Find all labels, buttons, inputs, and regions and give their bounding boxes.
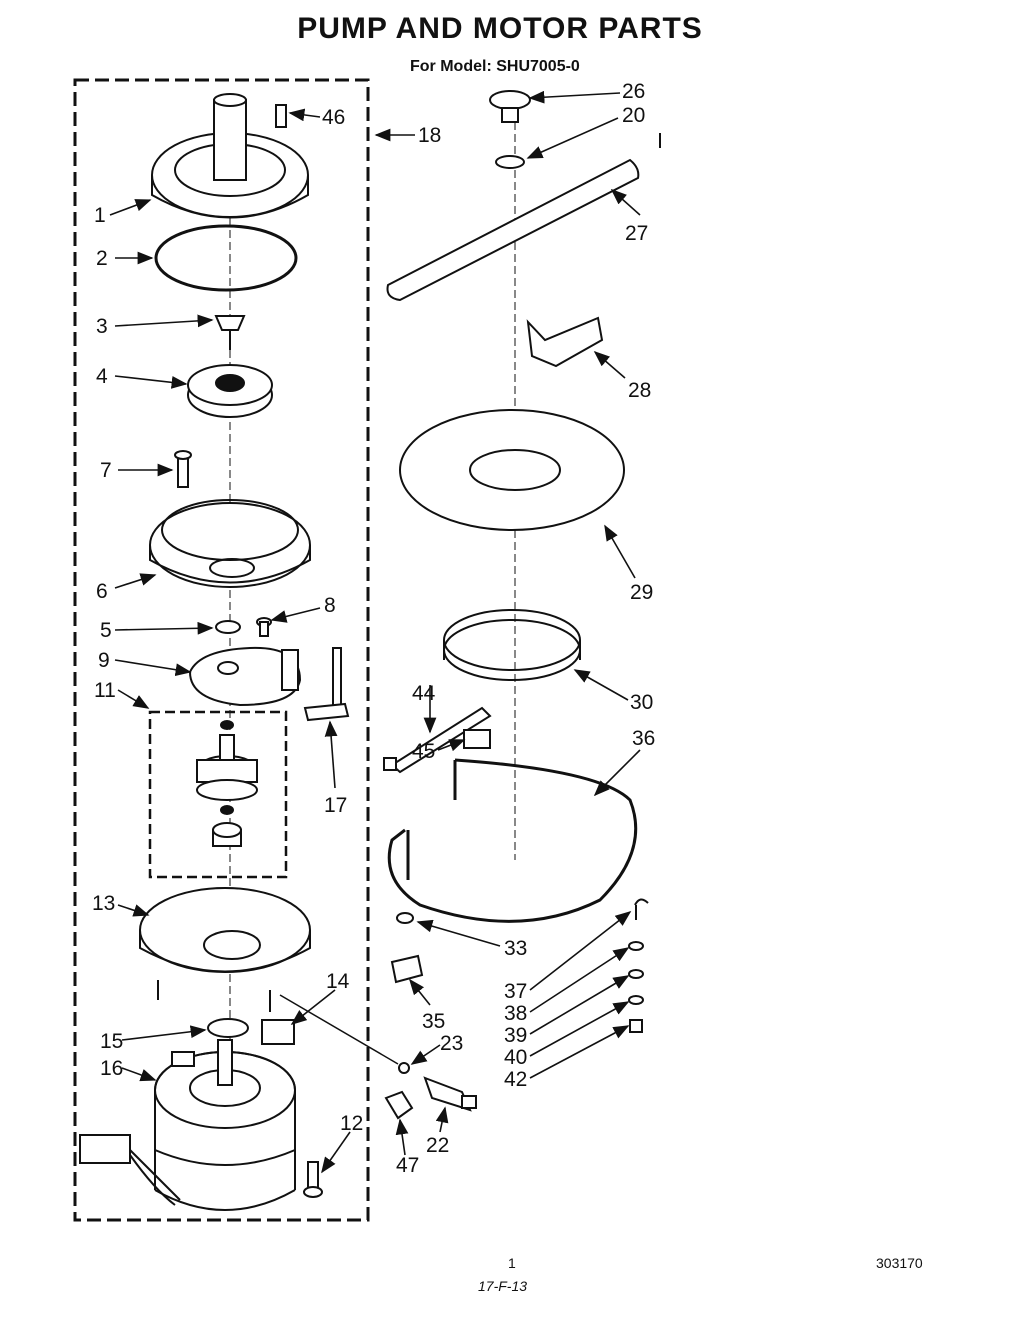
part-1-pump-housing (151, 93, 309, 219)
part-45-clip (463, 729, 491, 749)
document-number: 303170 (876, 1255, 923, 1271)
callout-46: 46 (322, 106, 345, 129)
callout-18: 18 (418, 124, 441, 147)
part-8-screw (256, 617, 272, 637)
callout-9: 9 (98, 649, 110, 672)
part-22-fitting (423, 1076, 477, 1112)
part-5-washer (215, 620, 241, 634)
part-4-chopper (187, 364, 273, 418)
callout-42: 42 (504, 1068, 527, 1091)
callout-7: 7 (100, 459, 112, 482)
callout-36: 36 (632, 727, 655, 750)
callout-4: 4 (96, 365, 108, 388)
part-26-hub-cap (489, 90, 531, 123)
part-13-end-frame (139, 887, 311, 1012)
callout-26: 26 (622, 80, 645, 103)
callout-37: 37 (504, 980, 527, 1003)
callout-39: 39 (504, 1024, 527, 1047)
callout-1: 1 (94, 204, 106, 227)
connector-line (279, 994, 399, 1065)
part-11-rotor-assembly (196, 720, 258, 847)
callout-8: 8 (324, 594, 336, 617)
callout-23: 23 (440, 1032, 463, 1055)
part-14-block (261, 1019, 295, 1045)
callout-22: 22 (426, 1134, 449, 1157)
callout-20: 20 (622, 104, 645, 127)
callout-29: 29 (630, 581, 653, 604)
callout-14: 14 (326, 970, 350, 993)
parts-37-42-fasteners (628, 898, 649, 1033)
part-2-seal-ring (154, 224, 298, 292)
callout-12: 12 (340, 1112, 363, 1135)
callout-33: 33 (504, 937, 527, 960)
part-29-strainer-disc (399, 409, 625, 531)
callout-38: 38 (504, 1002, 527, 1025)
part-7-screw (174, 450, 192, 488)
part-20-washer (495, 155, 525, 169)
model-subtitle: For Model: SHU7005-0 (410, 58, 580, 75)
part-27-spray-arm (386, 158, 640, 302)
callout-30: 30 (630, 691, 653, 714)
callout-40: 40 (504, 1046, 527, 1069)
callout-16: 16 (100, 1057, 123, 1080)
leader-lines (109, 90, 641, 1174)
part-33-washer (396, 912, 414, 924)
part-36-heating-element (387, 758, 638, 923)
callout-6: 6 (96, 580, 108, 603)
part-35-bracket (390, 954, 424, 984)
part-3-impeller (214, 315, 246, 350)
callout-11: 11 (94, 679, 116, 702)
page-mark: 1 (508, 1255, 516, 1271)
part-6-lower-housing (149, 499, 311, 588)
callout-5: 5 (100, 619, 112, 642)
callout-15: 15 (100, 1030, 123, 1053)
assembly-dashed-box (73, 78, 370, 1222)
part-44-probe (383, 706, 492, 774)
callout-27: 27 (625, 222, 648, 245)
callout-44: 44 (412, 682, 436, 705)
callout-3: 3 (96, 315, 108, 338)
motor-connector-plug (79, 1134, 181, 1206)
part-23-o-ring (398, 1062, 410, 1074)
callout-28: 28 (628, 379, 651, 402)
part-15-washer (207, 1018, 249, 1038)
part-12-screw (303, 1161, 323, 1198)
part-47-clip (384, 1090, 414, 1120)
callout-17: 17 (324, 794, 347, 817)
part-16-motor (154, 1039, 296, 1211)
part-28-bracket (526, 316, 604, 368)
handwritten-note: 17-F-13 (478, 1278, 528, 1294)
callout-35: 35 (422, 1010, 445, 1033)
callout-47: 47 (396, 1154, 419, 1177)
part-30-ring-gasket (443, 609, 581, 681)
part-17-rod (303, 647, 350, 722)
callout-13: 13 (92, 892, 115, 915)
callout-2: 2 (96, 247, 108, 270)
page-title: PUMP AND MOTOR PARTS (297, 12, 703, 45)
callout-45: 45 (412, 740, 435, 763)
rotor-kit-dashed-box (148, 710, 288, 879)
part-9-mounting-plate (188, 646, 302, 707)
